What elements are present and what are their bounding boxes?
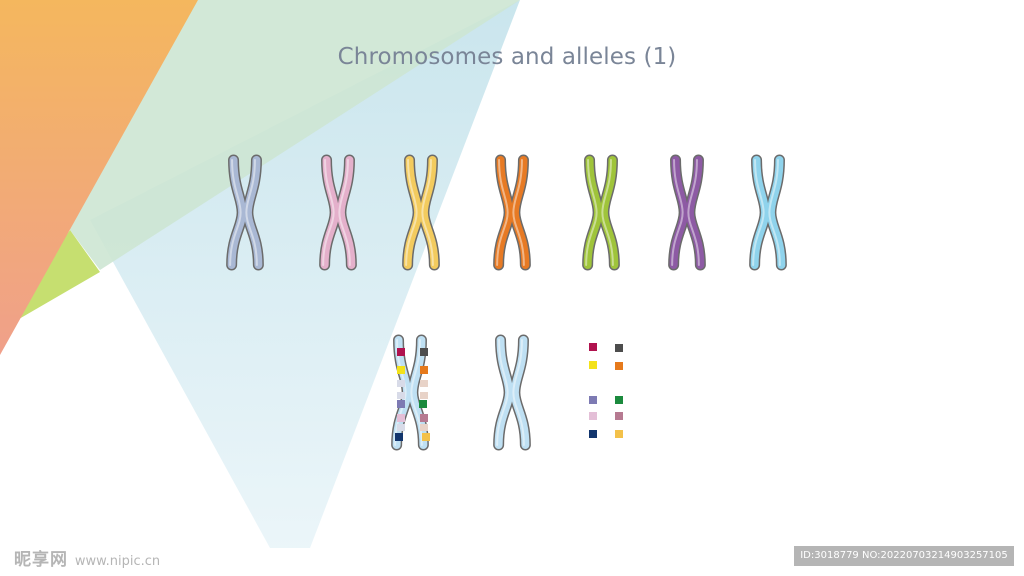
allele-band-light-left-1	[397, 380, 405, 387]
chromosome-6-body	[669, 156, 705, 269]
allele-square-right-5	[615, 430, 623, 438]
allele-band-light-right-3	[420, 424, 428, 431]
chromosome-5-body	[583, 156, 619, 269]
chromosome-plain-body	[494, 336, 530, 449]
background-blue-triangle	[90, 0, 520, 548]
chromosome-7-highlight	[752, 159, 781, 266]
allele-band-left-5	[395, 433, 403, 441]
allele-band-light-left-2	[397, 392, 405, 399]
chromosome-2-highlight	[322, 159, 351, 266]
allele-band-left-2	[397, 366, 405, 374]
watermark-id: ID:3018779 NO:20220703214903257105	[794, 546, 1014, 566]
allele-square-left-4	[589, 412, 597, 420]
allele-square-left-2	[589, 361, 597, 369]
chromosome-plain-highlight	[496, 339, 525, 446]
watermark-logo-text: 昵享网	[14, 550, 68, 570]
chromosome-3	[402, 154, 440, 271]
chromosome-4-highlight	[496, 159, 525, 266]
background-orange-triangle	[0, 0, 198, 355]
chromosome-plain	[493, 334, 531, 451]
allele-band-light-right-1	[420, 380, 428, 387]
allele-band-light-right-2	[420, 392, 428, 399]
chromosome-7-body	[750, 156, 786, 269]
chromosome-1	[226, 154, 264, 271]
chromosome-3-body	[403, 156, 439, 269]
allele-square-right-2	[615, 362, 623, 370]
chromosome-5	[582, 154, 620, 271]
chromosome-4-body	[494, 156, 530, 269]
allele-band-left-1	[397, 348, 405, 356]
chromosome-2	[319, 154, 357, 271]
page-title: Chromosomes and alleles (1)	[337, 44, 677, 70]
allele-band-right-4	[420, 414, 428, 422]
watermark-logo: 昵享网 www.nipic.cn	[14, 545, 160, 570]
watermark-url: www.nipic.cn	[74, 554, 161, 569]
allele-band-right-3	[419, 400, 427, 408]
chromosome-6-highlight	[671, 159, 700, 266]
chromosome-5-highlight	[585, 159, 614, 266]
allele-square-right-3	[615, 396, 623, 404]
allele-squares	[589, 343, 623, 438]
chromosome-4	[493, 154, 531, 271]
chromosome-1-highlight	[229, 159, 258, 266]
allele-band-light-left-3	[397, 424, 405, 431]
chromosome-with-alleles	[391, 334, 430, 451]
chromosome-2-body	[320, 156, 356, 269]
allele-band-left-3	[397, 400, 405, 408]
allele-square-left-5	[589, 430, 597, 438]
allele-band-left-4	[397, 414, 405, 422]
allele-band-right-1	[420, 348, 428, 356]
chromosome-3-highlight	[405, 159, 434, 266]
allele-square-left-1	[589, 343, 597, 351]
chromosome-1-body	[227, 156, 263, 269]
allele-square-right-1	[615, 344, 623, 352]
chromosome-6	[668, 154, 706, 271]
chromosome-7	[749, 154, 787, 271]
background-green-triangle	[70, 0, 520, 270]
allele-square-right-4	[615, 412, 623, 420]
allele-square-left-3	[589, 396, 597, 404]
allele-band-right-5	[422, 433, 430, 441]
allele-band-right-2	[420, 366, 428, 374]
